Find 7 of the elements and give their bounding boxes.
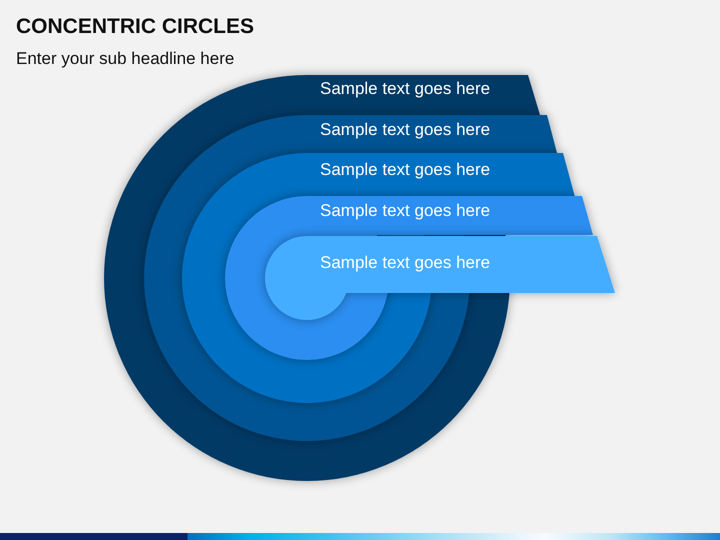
tab-text: Sample text goes here [320,253,490,273]
tab-text: Sample text goes here [320,79,490,99]
tab-text: Sample text goes here [320,201,490,221]
tab-text: Sample text goes here [320,120,490,140]
subheadline: Enter your sub headline here [16,49,234,69]
tab-text: Sample text goes here [320,160,490,180]
slide-title: CONCENTRIC CIRCLES [16,15,254,40]
